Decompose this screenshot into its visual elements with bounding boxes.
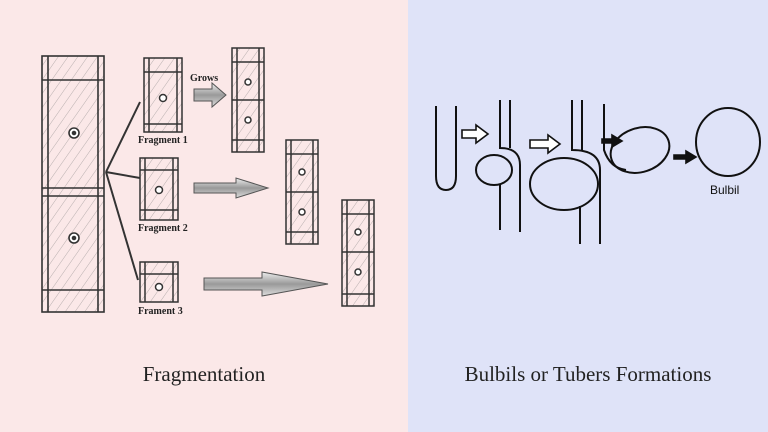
label-bulbil: Bulbil bbox=[710, 183, 739, 197]
bulbil-stage-1 bbox=[435, 106, 457, 192]
fragment-1 bbox=[143, 57, 183, 133]
arrow-2 bbox=[193, 177, 270, 199]
bulbil-stage-3 bbox=[529, 100, 601, 244]
arrow-r3 bbox=[601, 133, 624, 149]
grown-filament-2 bbox=[285, 139, 319, 245]
arrow-3 bbox=[203, 271, 329, 297]
caption-bulbils: Bulbils or Tubers Formations bbox=[464, 362, 712, 386]
bulbil-stage-4 bbox=[603, 104, 671, 174]
label-fragment-1: Fragment 1 bbox=[138, 135, 188, 146]
arrow-r2 bbox=[529, 133, 562, 155]
parent-filament bbox=[41, 55, 105, 313]
label-fragment-2: Fragment 2 bbox=[138, 223, 188, 234]
fragment-3 bbox=[139, 261, 179, 303]
bulbil-panel bbox=[408, 0, 768, 432]
fragment-connectors bbox=[105, 101, 141, 281]
grown-filament-3 bbox=[341, 199, 375, 307]
bulbil-stage-2 bbox=[475, 100, 521, 232]
fragment-2 bbox=[139, 157, 179, 221]
label-grows: Grows bbox=[190, 73, 218, 84]
grown-filament-1 bbox=[231, 47, 265, 153]
growth-arrows bbox=[193, 81, 329, 297]
caption-fragmentation: Fragmentation bbox=[142, 362, 266, 386]
bulbil-arrows bbox=[461, 123, 698, 165]
arrow-r4 bbox=[673, 149, 698, 165]
arrow-1 bbox=[193, 81, 227, 109]
label-fragment-3: Frament 3 bbox=[138, 306, 183, 317]
arrow-r1 bbox=[461, 123, 490, 145]
bulbil-final bbox=[695, 107, 761, 177]
